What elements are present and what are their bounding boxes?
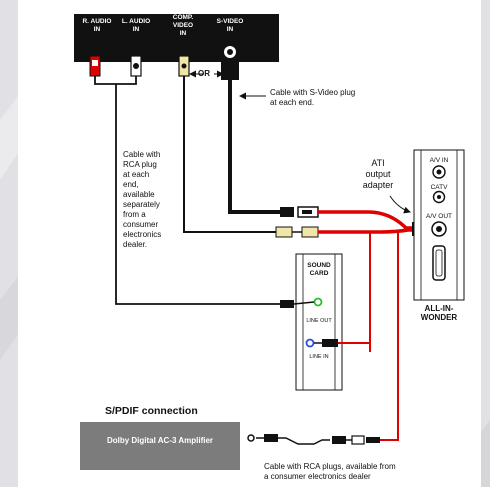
rca-audio-cable xyxy=(115,84,280,305)
svideo-plug xyxy=(280,207,294,217)
comp-video-label-line: IN xyxy=(179,30,187,37)
aiw-label-line: ALL-IN- xyxy=(424,304,454,313)
amplifier-label: Dolby Digital AC-3 Amplifier xyxy=(106,436,214,445)
adapter-red-upper xyxy=(318,210,418,230)
r-audio-jack xyxy=(89,55,101,77)
note-line: dealer. xyxy=(123,240,148,249)
catv-label: CATV xyxy=(430,184,448,191)
spdif-title: S/PDIF connection xyxy=(105,405,198,417)
sound-card-title-line: SOUND xyxy=(307,262,331,269)
line-out-jack xyxy=(313,297,323,307)
or-label: OR xyxy=(198,69,210,78)
l-audio-label: L. AUDIO IN xyxy=(115,18,157,34)
line-out-label: LINE OUT xyxy=(306,318,332,324)
note-line: adapter xyxy=(362,180,394,190)
line-in-plug xyxy=(322,339,338,347)
l-audio-label-line: L. AUDIO xyxy=(121,18,151,25)
note-line: separately xyxy=(123,200,160,209)
spdif-cable xyxy=(256,437,330,445)
note-line: RCA plug xyxy=(123,160,157,169)
amplifier-spdif-jack xyxy=(247,434,255,442)
note-line: Cable with RCA plugs, available from xyxy=(264,462,396,471)
sound-card-title-line: CARD xyxy=(309,270,329,277)
svideo-label-line: S-VIDEO xyxy=(216,18,244,25)
note-line: output xyxy=(365,169,391,179)
adapter-note: ATI output adapter xyxy=(356,158,400,191)
spdif-plug-1 xyxy=(264,434,278,442)
connection-diagram: R. AUDIO IN L. AUDIO IN COMP. VIDEO IN S… xyxy=(18,0,481,487)
adapter-red-spdif xyxy=(384,232,399,441)
comp-video-label: COMP. VIDEO IN xyxy=(163,14,203,38)
svideo-jack xyxy=(221,46,239,80)
composite-cable xyxy=(183,76,276,233)
r-audio-label-line: IN xyxy=(93,26,101,33)
sound-card xyxy=(295,253,343,391)
tv-input-panel xyxy=(74,14,279,62)
l-audio-label-line: IN xyxy=(132,26,140,33)
note-line: a consumer electronics dealer xyxy=(264,472,371,481)
line-in-label: LINE IN xyxy=(309,354,329,360)
note-line: Cable with xyxy=(123,150,161,159)
spdif-plug-3 xyxy=(351,435,365,445)
note-line: at each xyxy=(123,170,150,179)
rca-cable-note: Cable with RCA plug at each end, availab… xyxy=(123,150,183,250)
sound-card-title: SOUND CARD xyxy=(303,262,335,278)
svideo-label-line: IN xyxy=(226,26,234,33)
comp-video-label-line: COMP. xyxy=(172,14,194,21)
note-line: electronics xyxy=(123,230,162,239)
diagram-drawing xyxy=(74,14,465,470)
composite-plug-2 xyxy=(301,226,319,238)
note-line: end, xyxy=(123,180,139,189)
note-line: Cable with S-Video plug xyxy=(270,88,356,97)
line-out-plug xyxy=(280,300,294,308)
all-in-wonder-label: ALL-IN- WONDER xyxy=(410,304,468,322)
l-audio-jack xyxy=(130,55,142,77)
svideo-label: S-VIDEO IN xyxy=(208,18,252,34)
line-in-jack xyxy=(305,338,315,348)
adapter-red-lower xyxy=(318,228,418,234)
comp-video-label-line: VIDEO xyxy=(172,22,194,29)
note-line: consumer xyxy=(123,220,159,229)
note-line: at each end. xyxy=(270,98,315,107)
svideo-cable xyxy=(228,80,280,214)
amplifier-box xyxy=(80,422,240,470)
bottom-cable-note: Cable with RCA plugs, available from a c… xyxy=(264,462,464,482)
spdif-plug-2 xyxy=(332,436,346,444)
note-line: available xyxy=(123,190,155,199)
av-out-label: A/V OUT xyxy=(425,213,452,220)
r-audio-label-line: R. AUDIO xyxy=(82,18,112,25)
svideo-cable-note: Cable with S-Video plug at each end. xyxy=(270,88,390,108)
aiw-label-line: WONDER xyxy=(420,313,458,322)
adapter-pointer xyxy=(389,195,411,214)
composite-plug xyxy=(275,226,293,238)
av-in-label: A/V IN xyxy=(429,157,449,164)
note-line: ATI xyxy=(371,158,385,168)
r-audio-label: R. AUDIO IN xyxy=(76,18,118,34)
vga-connector xyxy=(432,245,446,281)
comp-video-jack xyxy=(178,55,190,77)
note-line: from a xyxy=(123,210,146,219)
